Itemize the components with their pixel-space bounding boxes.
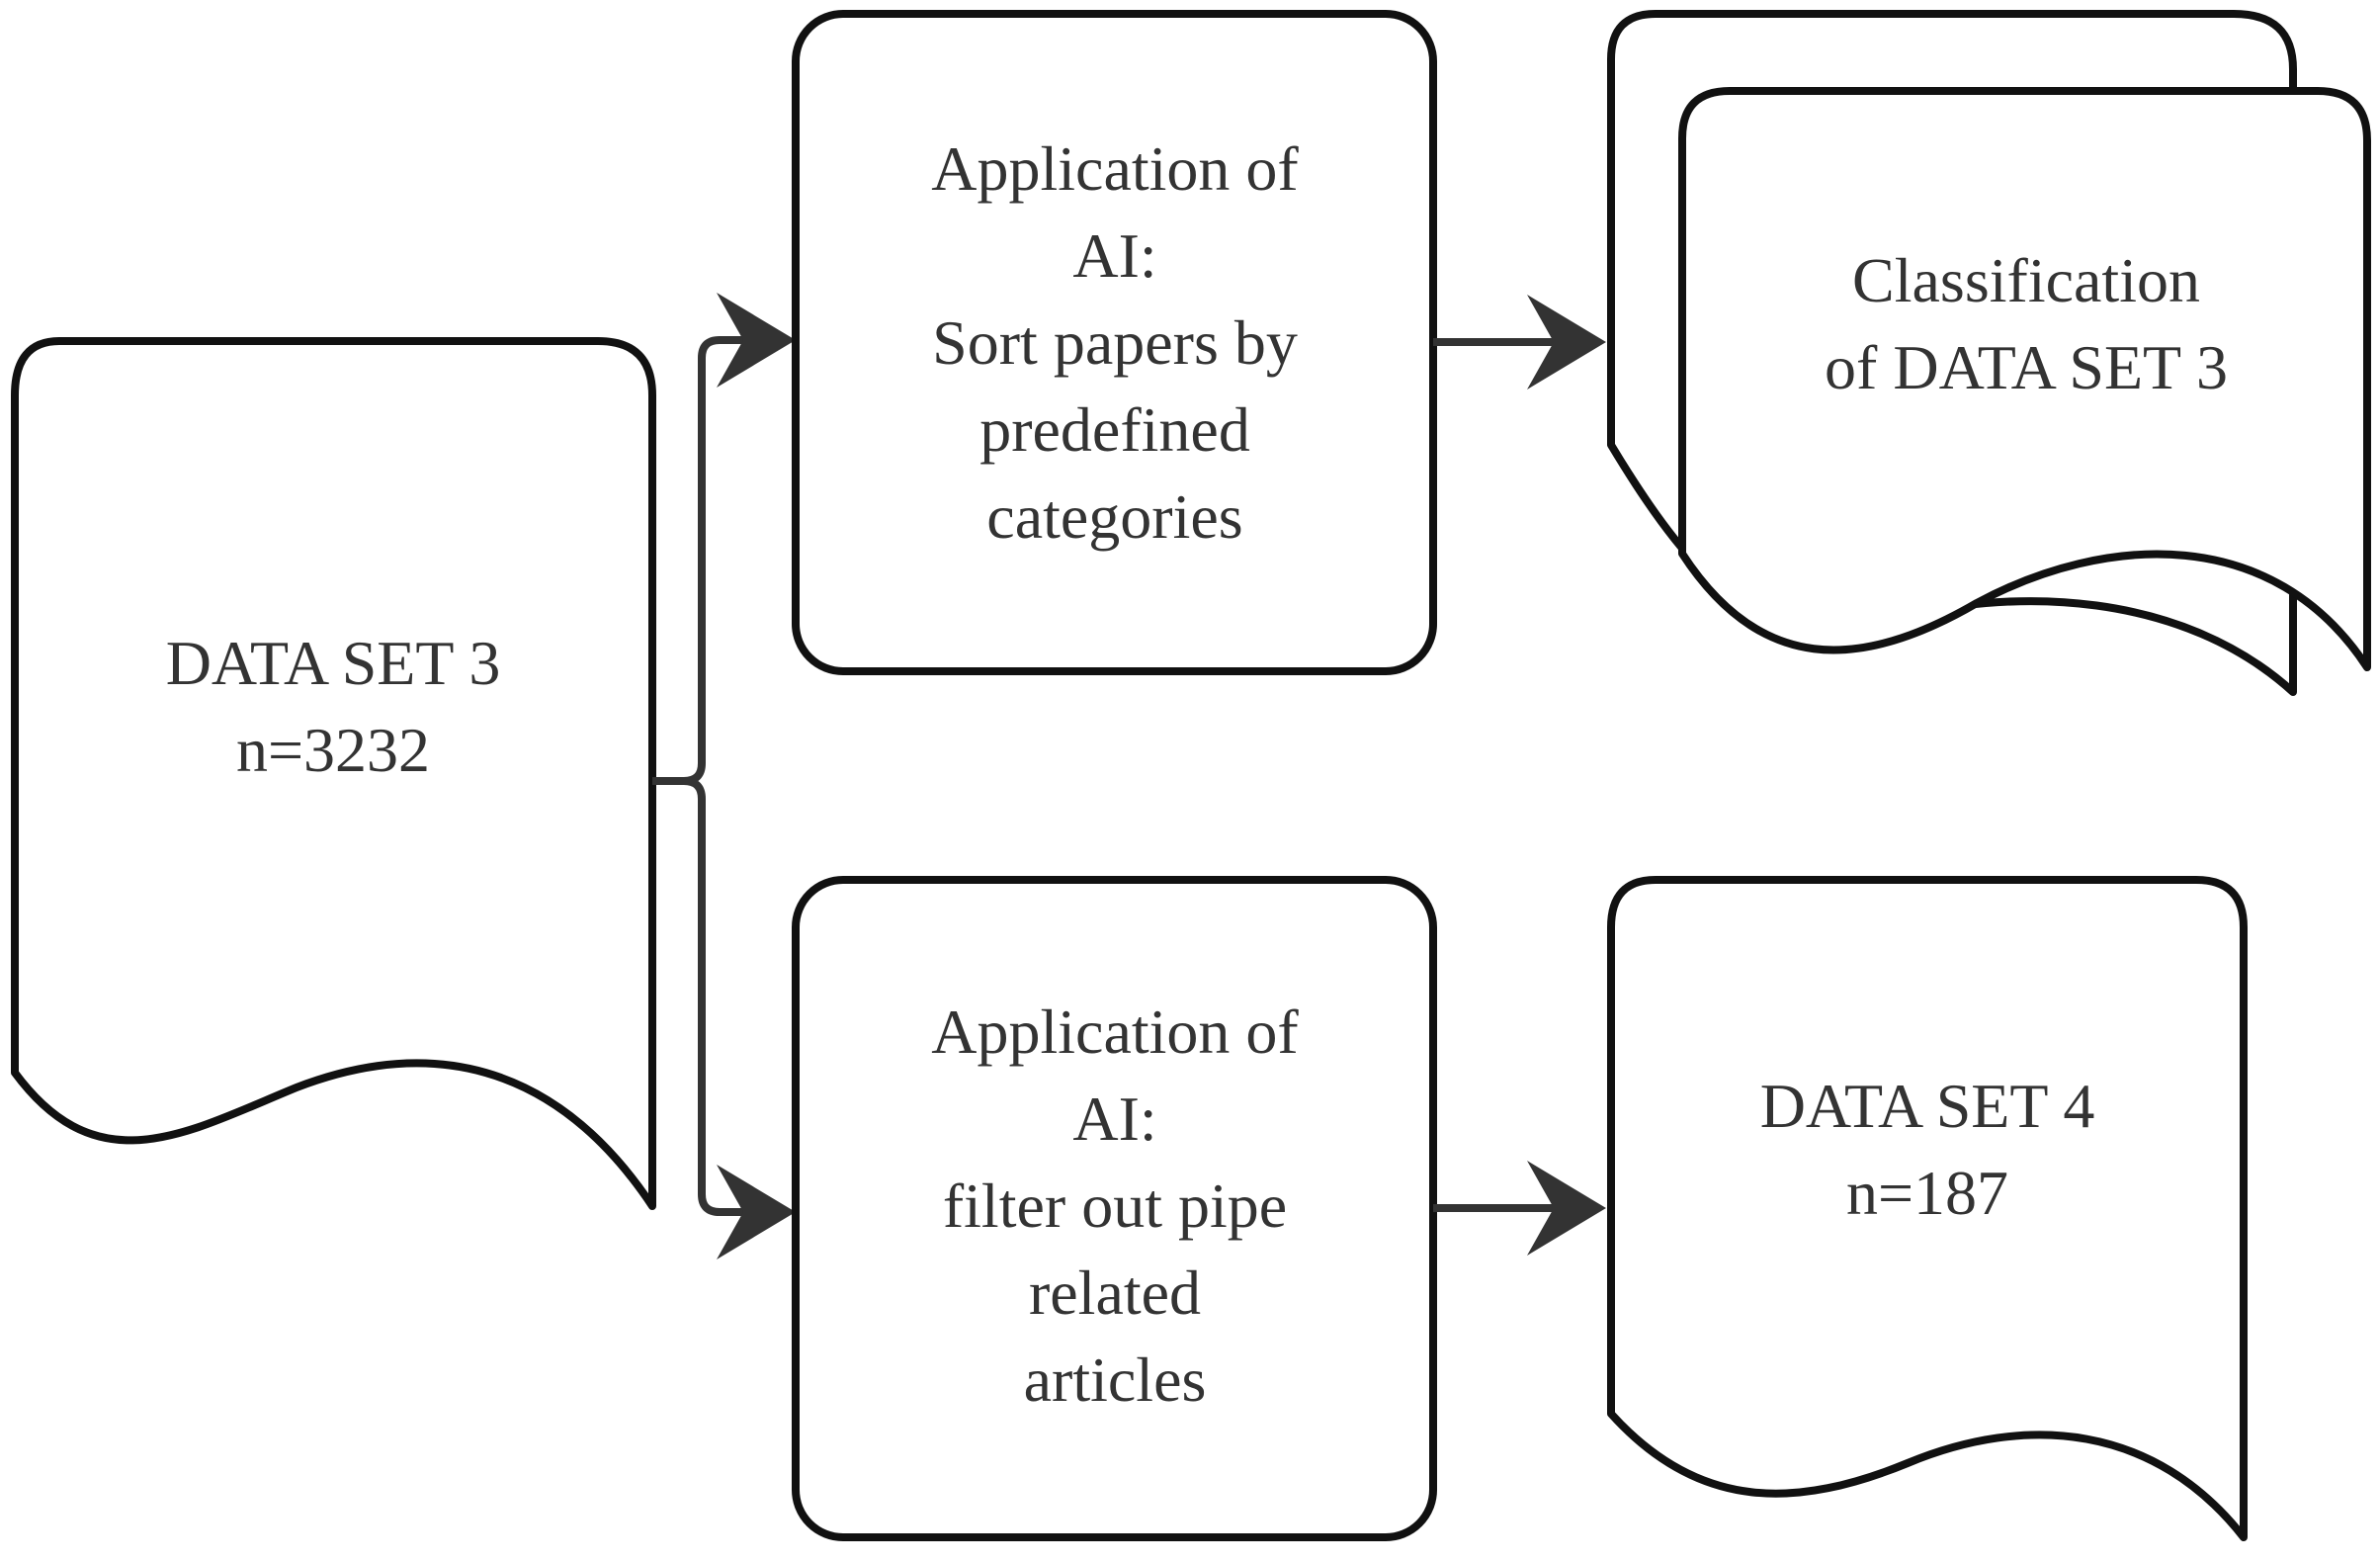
ai-filter-line: articles bbox=[1024, 1345, 1207, 1415]
ai-sort-line: predefined bbox=[979, 394, 1250, 465]
ai-filter-line: Application of bbox=[931, 997, 1299, 1067]
classification-line: Classification bbox=[1852, 245, 2200, 315]
node-data-set-3: DATA SET 3 n=3232 bbox=[11, 337, 656, 1210]
connector-line bbox=[652, 336, 751, 1216]
arrow-sort-to-classification bbox=[1433, 295, 1606, 390]
node-ai-filter: Application of AI: filter out pipe relat… bbox=[792, 876, 1437, 1541]
ai-sort-line: AI: bbox=[1072, 220, 1156, 291]
data-set-3-count: n=3232 bbox=[236, 715, 430, 785]
arrowhead-to-filter bbox=[717, 1165, 796, 1259]
ai-sort-line: Sort papers by bbox=[932, 307, 1298, 378]
data-set-4-title: DATA SET 4 bbox=[1760, 1071, 2095, 1141]
arrow-filter-to-data-set-4 bbox=[1433, 1161, 1606, 1256]
data-set-3-title: DATA SET 3 bbox=[166, 628, 501, 698]
node-ai-sort: Application of AI: Sort papers by predef… bbox=[792, 10, 1437, 675]
ai-sort-line: categories bbox=[986, 481, 1242, 552]
ai-filter-line: related bbox=[1029, 1258, 1201, 1328]
data-set-4-count: n=187 bbox=[1846, 1158, 2008, 1228]
ai-filter-line: AI: bbox=[1072, 1084, 1156, 1154]
ai-sort-line: Application of bbox=[931, 133, 1299, 204]
classification-line: of DATA SET 3 bbox=[1825, 332, 2228, 402]
document-shape bbox=[11, 337, 656, 1210]
node-data-set-4: DATA SET 4 n=187 bbox=[1607, 876, 2248, 1541]
ai-filter-line: filter out pipe bbox=[943, 1171, 1287, 1241]
split-connector bbox=[652, 293, 796, 1259]
node-classification: Classification of DATA SET 3 bbox=[1607, 10, 2371, 696]
arrowhead-to-sort bbox=[717, 293, 796, 388]
front-document-shape bbox=[1678, 87, 2371, 671]
document-shape bbox=[1607, 876, 2248, 1541]
